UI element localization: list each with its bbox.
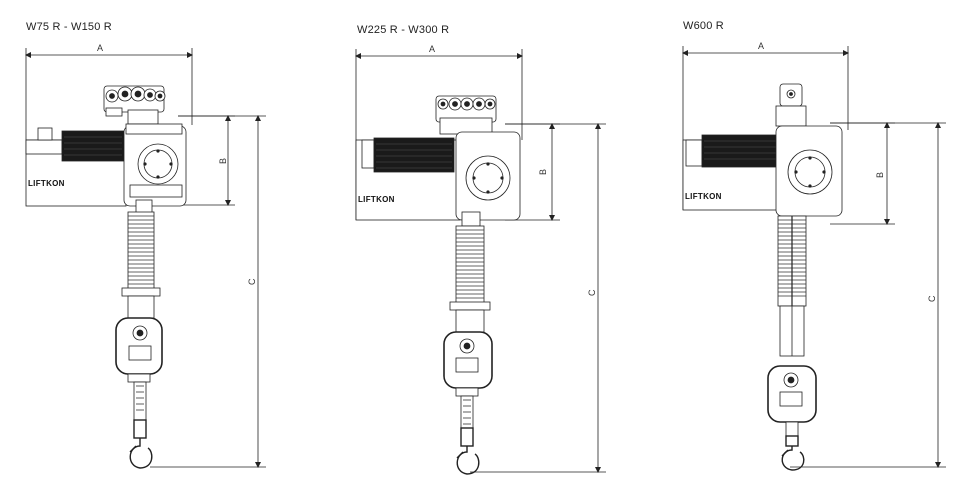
motor-3 (701, 134, 781, 168)
dim-label-c-2: C (587, 289, 597, 296)
dimension-c-2 (470, 123, 606, 473)
dim-label-a-1: A (97, 43, 103, 53)
hoist-figure-2: LIFTKON (355, 49, 606, 475)
dimension-labels: A B C A B C A B C (97, 41, 937, 302)
dim-label-a-3: A (758, 41, 764, 51)
control-handle-1 (115, 317, 163, 383)
dim-label-c-1: C (247, 278, 257, 285)
hook-2 (456, 427, 480, 475)
logo-2: LIFTKON (358, 195, 395, 204)
dimension-c-1 (150, 115, 266, 468)
motor-1 (61, 130, 125, 162)
hoist-figure-1: LIFTKON (25, 48, 266, 469)
logo-3: LIFTKON (685, 192, 722, 201)
hook-1 (129, 419, 153, 469)
dim-label-b-2: B (538, 169, 548, 175)
spring-1 (127, 211, 155, 291)
trolley-3 (775, 83, 807, 127)
figure-1-title: W75 R - W150 R (26, 21, 112, 33)
spring-3 (777, 215, 807, 307)
spring-2 (455, 225, 485, 305)
dimension-c-3 (790, 122, 946, 468)
dim-label-b-3: B (875, 172, 885, 178)
dimension-a-1 (25, 48, 193, 140)
dim-label-c-3: C (927, 295, 937, 302)
figure-3-title: W600 R (683, 20, 724, 32)
motor-2 (373, 137, 455, 173)
hook-3 (781, 435, 805, 471)
trolley-1 (103, 85, 166, 125)
trolley-2 (435, 95, 497, 135)
control-handle-2 (443, 331, 493, 397)
dim-label-b-1: B (218, 158, 228, 164)
control-handle-3 (767, 365, 817, 423)
figure-2-title: W225 R - W300 R (357, 24, 450, 36)
hoist-figure-3: LIFTKON (682, 46, 946, 471)
logo-1: LIFTKON (28, 179, 65, 188)
dim-label-a-2: A (429, 44, 435, 54)
